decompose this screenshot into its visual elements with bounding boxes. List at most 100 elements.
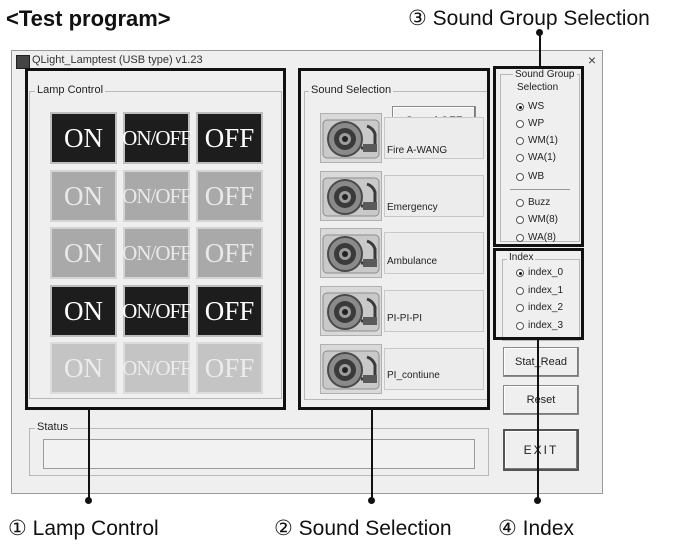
lamp-button-off-row1[interactable]: OFF — [196, 112, 263, 164]
leader-lamp-control — [88, 410, 90, 500]
speaker-icon[interactable] — [320, 171, 382, 221]
radio-label: WS — [528, 101, 545, 112]
index-highlight — [493, 248, 584, 340]
lamp-button-on-row5[interactable]: ON — [50, 342, 117, 394]
lamp-button-onoff-row4[interactable]: ON/OFF — [122, 285, 192, 337]
lamp-button-label: OFF — [204, 180, 255, 211]
callout-index: ④ Index — [498, 517, 575, 540]
sound-group-highlight — [493, 66, 584, 247]
radio-label: WM(8) — [528, 214, 558, 225]
status-label: Status — [35, 421, 71, 433]
lamp-button-off-row3[interactable]: OFF — [196, 227, 263, 279]
speaker-icon[interactable] — [320, 228, 382, 278]
sound-group-radio[interactable]: WM(1) — [516, 135, 558, 146]
radio-dot-icon — [516, 321, 524, 330]
sound-slot — [384, 290, 484, 332]
radio-label: WB — [528, 171, 545, 182]
lamp-button-on-row2[interactable]: ON — [50, 170, 117, 222]
lamp-button-label: ON/OFF — [122, 355, 192, 380]
sound-group-radio[interactable]: WM(8) — [516, 214, 558, 225]
lamp-button-label: OFF — [204, 352, 255, 383]
radio-label: WP — [528, 118, 545, 129]
app-window: QLight_Lamptest (USB type) v1.23 × Lamp … — [11, 50, 603, 494]
status-group — [29, 428, 489, 476]
page-headline: <Test program> — [6, 6, 171, 31]
leader-pin-sound-selection — [368, 497, 375, 504]
index-label: Index — [507, 252, 536, 263]
sound-group-radio[interactable]: WS — [516, 101, 544, 112]
speaker-icon[interactable] — [320, 344, 382, 394]
radio-dot-icon — [516, 153, 524, 162]
lamp-button-label: ON — [64, 237, 103, 268]
lamp-button-on-row4[interactable]: ON — [50, 285, 117, 337]
radio-dot-icon — [516, 215, 524, 224]
radio-dot-icon — [516, 303, 524, 312]
app-icon — [16, 55, 30, 69]
leader-pin-sound-group — [536, 29, 543, 36]
lamp-button-label: ON/OFF — [122, 125, 192, 150]
lamp-button-on-row1[interactable]: ON — [50, 112, 117, 164]
lamp-button-label: ON — [64, 180, 103, 211]
sound-group-radio[interactable]: WB — [516, 171, 544, 182]
reset-button[interactable]: Reset — [503, 385, 579, 415]
lamp-button-label: ON/OFF — [122, 240, 192, 265]
sound-group-label: Sound Group — [513, 69, 577, 80]
lamp-control-highlight — [25, 68, 286, 410]
leader-pin-lamp-control — [85, 497, 92, 504]
sound-label: PI_contiune — [387, 370, 440, 381]
radio-label: WA(8) — [528, 232, 556, 243]
stat-read-button[interactable]: Stat_Read — [503, 347, 579, 377]
radio-label: index_1 — [528, 285, 564, 296]
callout-lamp-control: ① Lamp Control — [8, 517, 159, 540]
sound-selection-highlight — [298, 68, 490, 410]
sound-group-radio[interactable]: WA(8) — [516, 232, 556, 243]
lamp-button-onoff-row3[interactable]: ON/OFF — [122, 227, 192, 279]
lamp-button-off-row2[interactable]: OFF — [196, 170, 263, 222]
lamp-button-onoff-row1[interactable]: ON/OFF — [122, 112, 192, 164]
speaker-icon[interactable] — [320, 113, 382, 163]
lamp-button-off-row4[interactable]: OFF — [196, 285, 263, 337]
sound-group-radio[interactable]: Buzz — [516, 197, 550, 208]
index-radio[interactable]: index_0 — [516, 267, 563, 278]
sound-slot — [384, 175, 484, 217]
lamp-button-label: ON — [64, 122, 103, 153]
radio-dot-icon — [516, 136, 524, 145]
sound-group-radio[interactable]: WA(1) — [516, 152, 556, 163]
leader-sound-selection — [371, 410, 373, 500]
index-radio[interactable]: index_3 — [516, 320, 563, 331]
lamp-control-label: Lamp Control — [35, 84, 106, 96]
title-bar: QLight_Lamptest (USB type) v1.23 × — [12, 51, 602, 71]
radio-dot-icon — [516, 268, 524, 277]
index-radio[interactable]: index_1 — [516, 285, 563, 296]
index-radio[interactable]: index_2 — [516, 302, 563, 313]
lamp-control-group — [29, 91, 282, 399]
window-title: QLight_Lamptest (USB type) v1.23 — [32, 54, 203, 66]
radio-dot-icon — [516, 198, 524, 207]
close-icon[interactable]: × — [587, 52, 597, 68]
sound-slot — [384, 232, 484, 274]
sound-group-radio[interactable]: WP — [516, 118, 544, 129]
sound-label: PI-PI-PI — [387, 313, 423, 324]
radio-dot-icon — [516, 102, 524, 111]
radio-label: index_3 — [528, 320, 564, 331]
sound-label: Emergency — [387, 202, 438, 213]
lamp-button-off-row5[interactable]: OFF — [196, 342, 263, 394]
speaker-icon[interactable] — [320, 286, 382, 336]
sound-slot — [384, 348, 484, 390]
sound-label: Ambulance — [387, 256, 438, 267]
radio-dot-icon — [516, 233, 524, 242]
radio-dot-icon — [516, 119, 524, 128]
lamp-button-label: OFF — [204, 237, 255, 268]
lamp-button-onoff-row5[interactable]: ON/OFF — [122, 342, 192, 394]
sound-group-label-2: Selection — [515, 82, 561, 93]
lamp-button-on-row3[interactable]: ON — [50, 227, 117, 279]
radio-label: WA(1) — [528, 152, 556, 163]
lamp-button-label: OFF — [204, 295, 255, 326]
radio-label: index_2 — [528, 302, 564, 313]
lamp-button-label: ON/OFF — [122, 298, 192, 323]
radio-label: WM(1) — [528, 135, 558, 146]
lamp-button-onoff-row2[interactable]: ON/OFF — [122, 170, 192, 222]
exit-button[interactable]: EXIT — [503, 429, 579, 471]
leader-sound-group — [539, 31, 541, 67]
radio-label: Buzz — [528, 197, 551, 208]
